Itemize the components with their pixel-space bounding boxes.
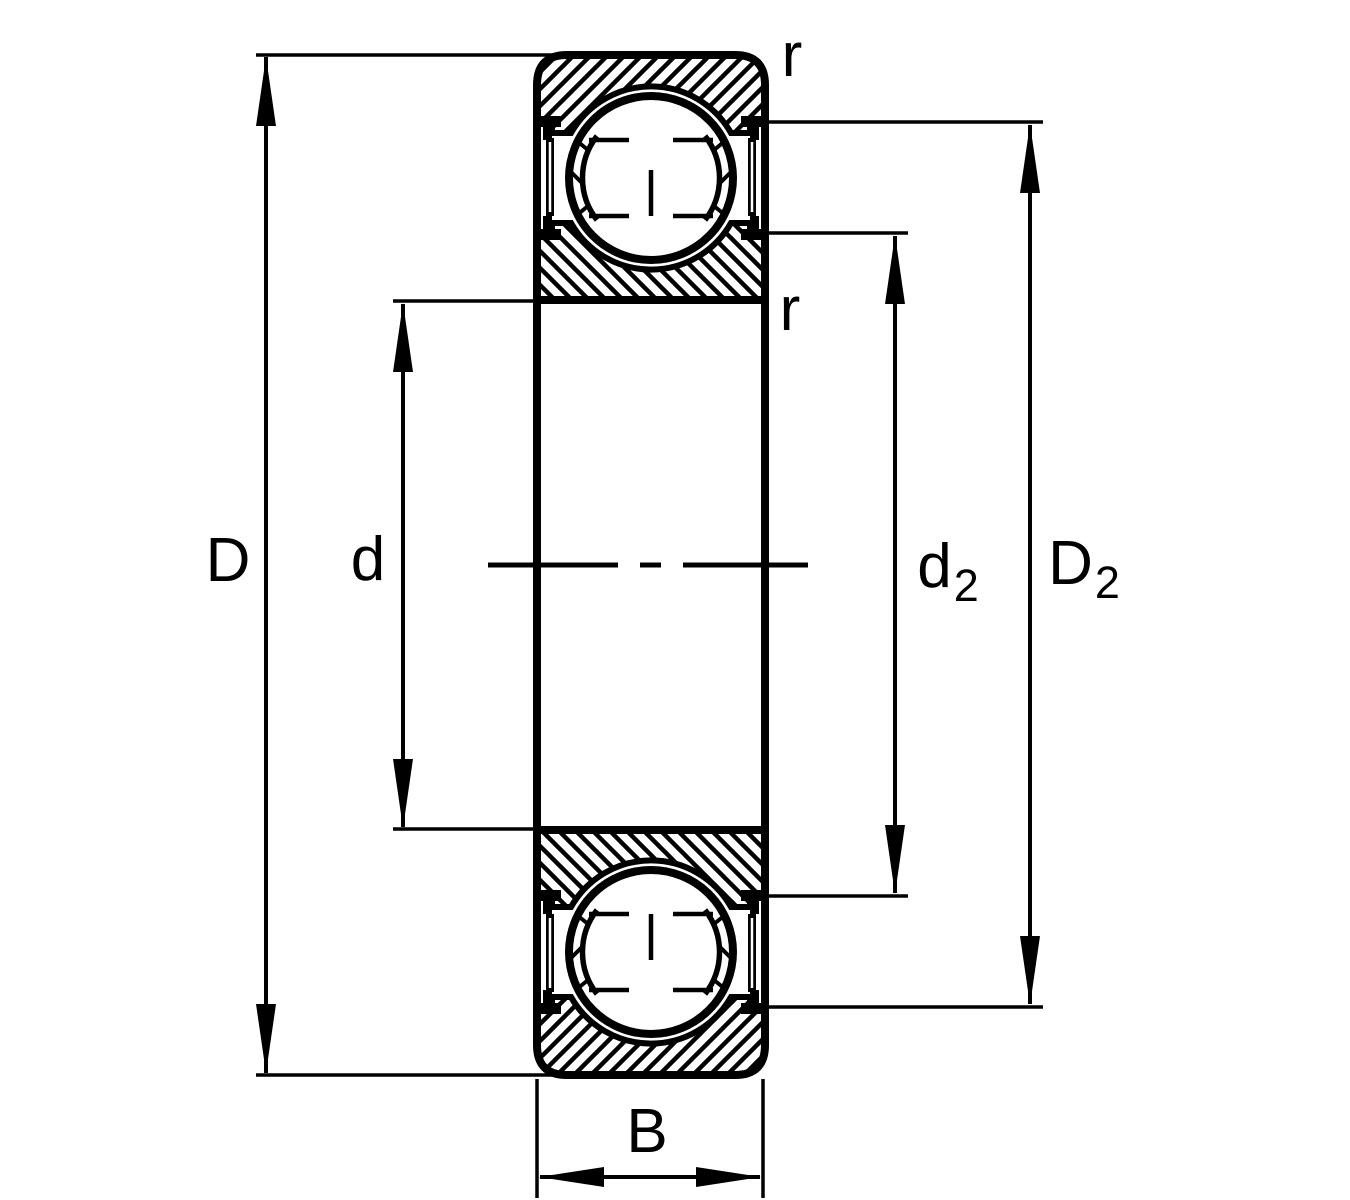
dimension-d bbox=[393, 299, 537, 831]
arrowhead-D2-down bbox=[1020, 936, 1040, 1005]
label-radius-inner-r: r bbox=[779, 275, 801, 344]
label-radius-outer-r: r bbox=[781, 21, 803, 90]
arrowhead-d-up bbox=[393, 303, 413, 372]
label-width-B: B bbox=[626, 1097, 668, 1166]
arrowhead-B-right bbox=[696, 1167, 761, 1187]
dimension-D2 bbox=[757, 120, 1043, 1009]
arrowhead-d2-up bbox=[885, 235, 905, 304]
bearing-body bbox=[533, 51, 769, 1079]
label-outer-diameter-D: D bbox=[205, 526, 251, 595]
arrowhead-d-down bbox=[393, 759, 413, 828]
label-outer-recess-diameter-D2: D2 bbox=[1048, 529, 1120, 608]
inner-ring-top-section bbox=[534, 220, 768, 303]
arrowhead-B-left bbox=[539, 1167, 604, 1187]
arrowhead-D-down bbox=[256, 1004, 276, 1073]
arrowhead-D-up bbox=[256, 57, 276, 126]
dimension-D bbox=[256, 53, 565, 1077]
label-bore-diameter-d: d bbox=[350, 525, 386, 594]
dimension-B bbox=[535, 1079, 765, 1198]
label-inner-recess-diameter-d2: d2 bbox=[917, 532, 979, 611]
arrowhead-D2-up bbox=[1020, 124, 1040, 193]
inner-ring-bottom-section bbox=[534, 827, 768, 910]
arrowhead-d2-down bbox=[885, 825, 905, 894]
dimension-d2 bbox=[757, 231, 908, 898]
